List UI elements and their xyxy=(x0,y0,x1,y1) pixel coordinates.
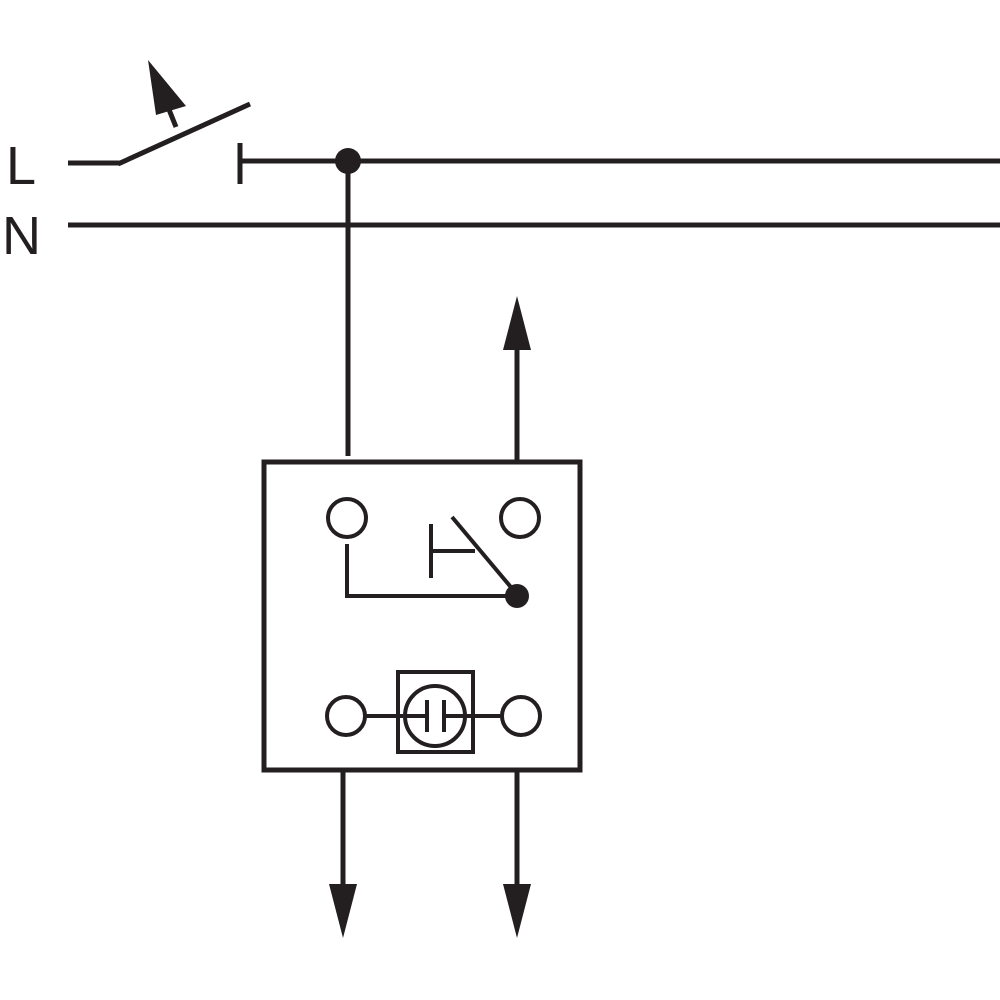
switch-open-icon xyxy=(116,60,252,167)
arrow-down-icon xyxy=(329,772,357,938)
changeover-contact-icon xyxy=(345,515,529,608)
terminal-top-right xyxy=(499,497,541,539)
terminal-bottom-right xyxy=(500,695,542,737)
terminal-top-left xyxy=(326,497,368,539)
arrow-down-icon xyxy=(503,772,531,938)
glow-lamp-icon xyxy=(396,670,475,754)
rail-label-l: L xyxy=(6,136,36,196)
lamp-circuit xyxy=(325,670,542,754)
device-box xyxy=(261,459,583,773)
terminal-bottom-left xyxy=(325,695,367,737)
rail-label-n: N xyxy=(2,206,41,266)
arrow-up-icon xyxy=(503,296,531,460)
l-rail xyxy=(68,60,1000,184)
